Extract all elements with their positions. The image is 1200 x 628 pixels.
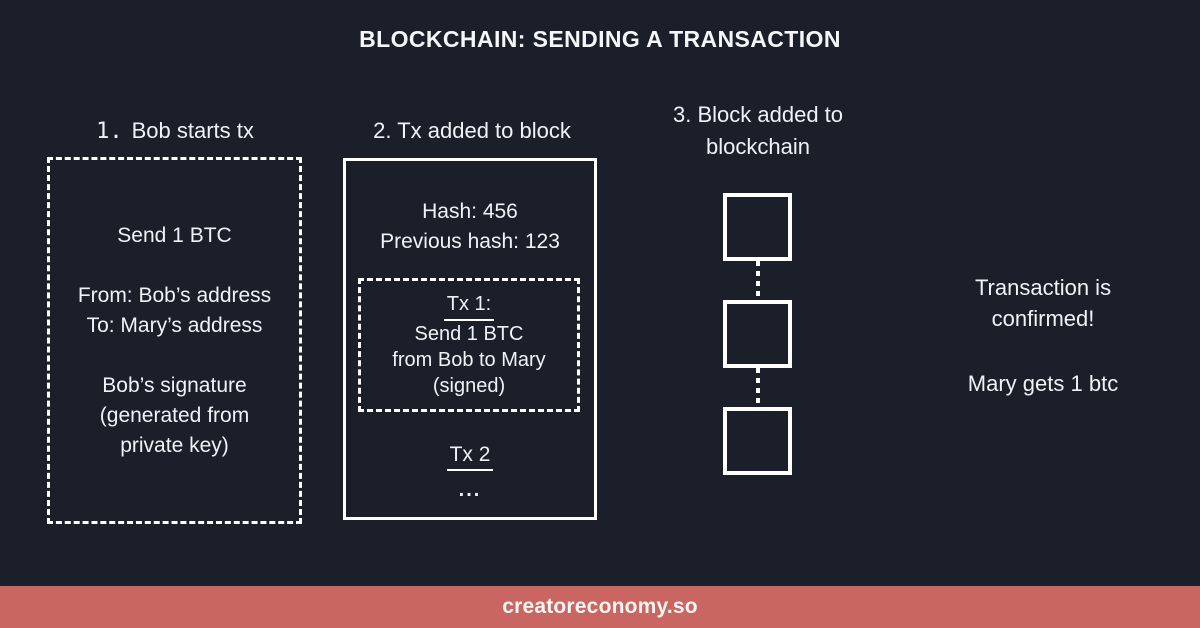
- tx-signature: Bob’s signature (generated from private …: [100, 371, 249, 461]
- confirmation-text: Transaction is confirmed!: [918, 272, 1168, 334]
- step3-heading: 3. Block added to blockchain: [648, 99, 868, 163]
- tx2-ellipsis: ...: [458, 479, 482, 501]
- blockchain-chain: [723, 193, 792, 475]
- tx1-title: Tx 1:: [443, 291, 495, 321]
- tx2-block: Tx 2 ...: [346, 443, 594, 502]
- tx2-title: Tx 2: [446, 443, 494, 471]
- footer-site: creatoreconomy.so: [502, 595, 698, 618]
- step3-number: 3.: [672, 102, 692, 127]
- block-box: Hash: 456 Previous hash: 123 Tx 1: Send …: [343, 158, 597, 520]
- step1-number: 1.: [96, 119, 123, 144]
- chain-connector-1: [755, 261, 760, 300]
- tx1-line-3: (signed): [432, 375, 506, 397]
- tx1-line-2: from Bob to Mary: [392, 349, 546, 371]
- step3-line-1: 3. Block added to: [648, 99, 868, 131]
- mary-result-text: Mary gets 1 btc: [967, 371, 1119, 396]
- step2-heading: 2. Tx added to block: [341, 115, 603, 147]
- signature-line-3: private key): [120, 433, 229, 457]
- block-square-2: [723, 300, 792, 368]
- previous-hash-value: Previous hash: 123: [380, 230, 560, 253]
- tx2-title-row: Tx 2: [346, 443, 594, 471]
- step3-label-2: blockchain: [706, 134, 810, 159]
- block-square-3: [723, 407, 792, 475]
- hash-value: Hash: 456: [422, 200, 518, 223]
- step2-label: Tx added to block: [397, 118, 571, 143]
- tx-to: To: Mary’s address: [86, 313, 263, 337]
- signature-line-2: (generated from: [99, 403, 250, 427]
- tx1-line-1: Send 1 BTC: [414, 323, 524, 345]
- block-square-1: [723, 193, 792, 261]
- confirmation-line-1: Transaction is: [974, 275, 1112, 300]
- tx-addresses: From: Bob’s address To: Mary’s address: [78, 281, 271, 341]
- confirmation-line-2: confirmed!: [991, 306, 1095, 331]
- chain-connector-2: [755, 368, 760, 407]
- signature-line-1: Bob’s signature: [102, 373, 247, 397]
- tx-from: From: Bob’s address: [77, 283, 272, 307]
- footer-bar: creatoreconomy.so: [0, 586, 1200, 628]
- step1-heading: 1. Bob starts tx: [40, 115, 310, 148]
- hash-block: Hash: 456 Previous hash: 123: [346, 197, 594, 257]
- tx-amount: Send 1 BTC: [117, 223, 232, 247]
- tx-details-box: Send 1 BTC From: Bob’s address To: Mary’…: [47, 157, 302, 524]
- tx1-box: Tx 1: Send 1 BTC from Bob to Mary (signe…: [358, 278, 580, 412]
- step3-label-1: Block added to: [697, 102, 844, 127]
- step1-label: Bob starts tx: [131, 118, 254, 143]
- tx1-title-row: Tx 1:: [361, 291, 577, 321]
- step2-number: 2.: [373, 118, 392, 143]
- page-title: BLOCKCHAIN: SENDING A TRANSACTION: [359, 26, 841, 52]
